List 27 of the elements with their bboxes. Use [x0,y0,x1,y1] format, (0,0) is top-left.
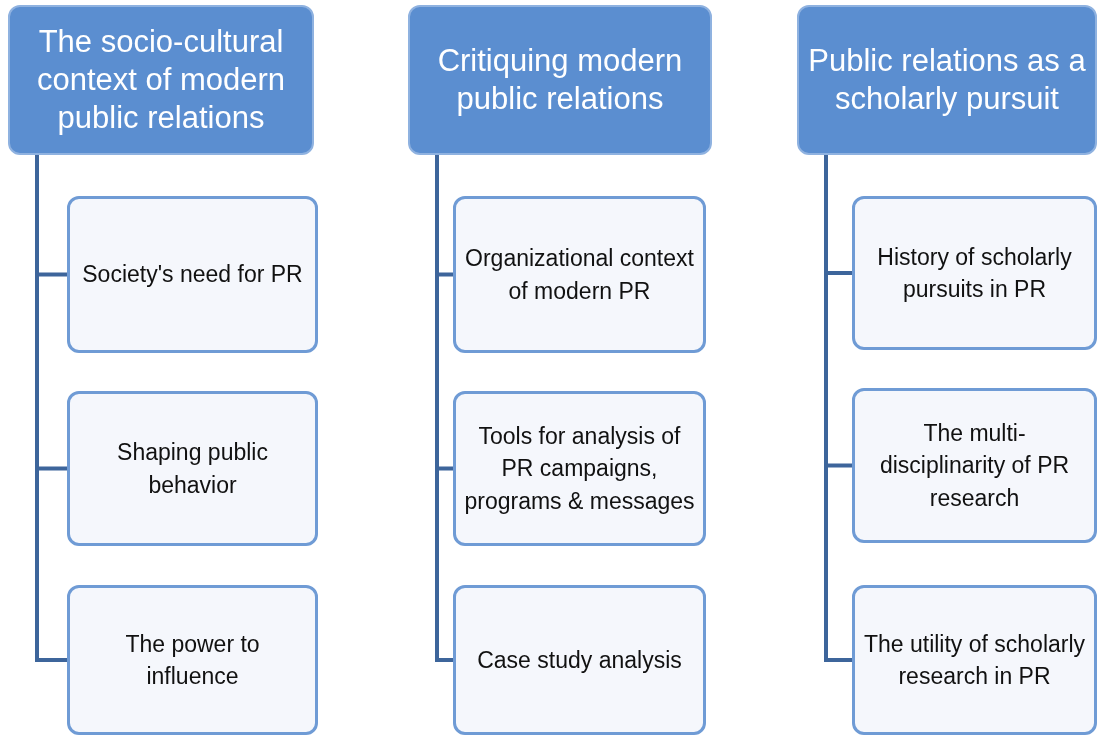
connector-line [35,155,67,662]
topic-text: The power to influence [124,629,261,691]
topic-box [453,585,706,735]
topic-box [67,391,318,546]
category-box [408,5,712,155]
topic-text: Tools for analysis of PR campaigns, programs & messages [464,422,695,516]
topic-box [852,585,1097,735]
category-title: Public relations as a scholarly pursuit [807,42,1087,118]
category-box [797,5,1097,155]
topic-box [67,196,318,353]
category-box [8,5,314,155]
topic-text: History of scholarly pursuits in PR [876,242,1073,304]
topic-text: Shaping public behavior [116,438,269,500]
topic-text: The multi-disciplinarity of PR research [878,419,1071,513]
topic-box [67,585,318,735]
topic-box [852,196,1097,350]
connector-line [435,155,453,662]
topic-box [852,388,1097,543]
topic-box [453,391,706,546]
topic-text: Organizational context of modern PR [464,244,695,306]
category-title: The socio-cultural context of modern public relations [35,23,287,137]
connector-line [824,155,852,662]
category-title: Critiquing modern public relations [436,42,684,118]
topic-box [453,196,706,353]
topic-text: The utility of scholarly research in PR [863,629,1086,691]
topic-text: Case study analysis [477,645,682,675]
topic-text: Society's need for PR [82,260,303,290]
